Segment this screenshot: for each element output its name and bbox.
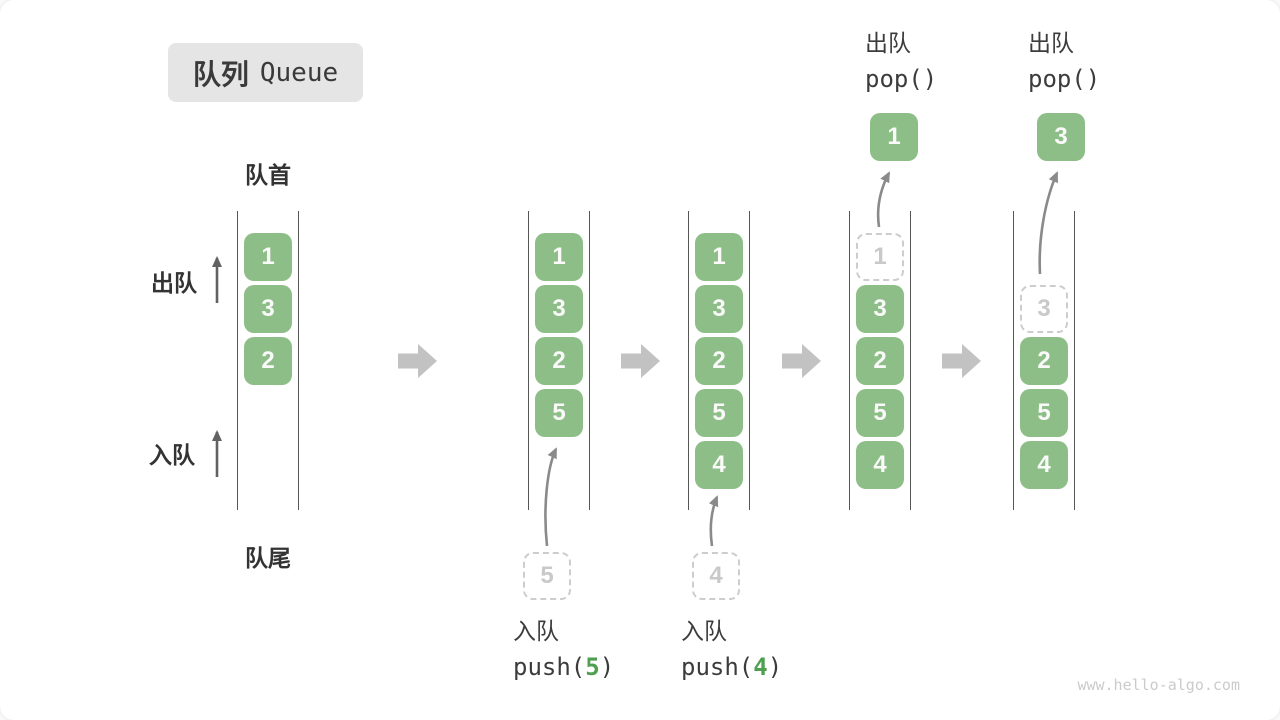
queue-cell: 2 <box>695 337 743 385</box>
queue-cell-removed: 3 <box>1020 285 1068 333</box>
queue-cell: 1 <box>695 233 743 281</box>
dequeue-op-label: 出队 <box>1028 30 1074 56</box>
transition-arrow-3 <box>782 344 821 378</box>
enqueue-op-label: 入队 <box>513 618 559 644</box>
queue-cell: 4 <box>695 441 743 489</box>
staged-cell: 5 <box>523 552 571 600</box>
title-zh: 队列 <box>192 58 249 90</box>
dequeue-op-label: 出队 <box>865 30 911 56</box>
queue-cell: 1 <box>535 233 583 281</box>
enqueue-operation: 入队 push(4) <box>681 618 782 681</box>
transition-arrow-1 <box>398 344 437 378</box>
queue-cell: 2 <box>1020 337 1068 385</box>
dequeue-operation: 出队 pop() <box>865 30 937 93</box>
watermark: www.hello-algo.com <box>1077 676 1240 694</box>
queue-cell: 5 <box>535 389 583 437</box>
queue-cell: 2 <box>244 337 292 385</box>
enqueue-op-code: push(5) <box>513 653 614 681</box>
queue-cell: 3 <box>535 285 583 333</box>
title-box: 队列 Queue <box>168 43 363 102</box>
enqueue-op-label: 入队 <box>681 618 727 644</box>
code-pre: push( <box>681 653 754 681</box>
queue-container-2 <box>528 211 590 510</box>
popped-cell: 3 <box>1037 113 1085 161</box>
queue-cell: 3 <box>856 285 904 333</box>
dequeue-op-code: pop() <box>1028 65 1101 93</box>
code-arg: 5 <box>585 653 600 681</box>
queue-cell: 5 <box>695 389 743 437</box>
queue-cell: 3 <box>695 285 743 333</box>
label-queue-rear: 队尾 <box>245 545 291 571</box>
code-arg: 4 <box>753 653 768 681</box>
queue-container-1 <box>237 211 299 510</box>
label-queue-front: 队首 <box>245 162 291 188</box>
queue-cell: 5 <box>856 389 904 437</box>
transition-arrow-2 <box>621 344 660 378</box>
dequeue-op-code: pop() <box>865 65 938 93</box>
queue-cell: 5 <box>1020 389 1068 437</box>
queue-container-5 <box>1013 211 1075 510</box>
queue-cell: 3 <box>244 285 292 333</box>
title-en: Queue <box>259 57 339 88</box>
code-post: ) <box>767 653 783 681</box>
code-pre: push( <box>513 653 586 681</box>
dequeue-operation: 出队 pop() <box>1028 30 1100 93</box>
enqueue-operation: 入队 push(5) <box>513 618 614 681</box>
queue-cell-removed: 1 <box>856 233 904 281</box>
transition-arrow-4 <box>942 344 981 378</box>
queue-cell: 1 <box>244 233 292 281</box>
queue-cell: 2 <box>856 337 904 385</box>
code-post: ) <box>599 653 615 681</box>
queue-container-4 <box>849 211 911 510</box>
queue-cell: 2 <box>535 337 583 385</box>
queue-cell: 4 <box>1020 441 1068 489</box>
popped-cell: 1 <box>870 113 918 161</box>
label-enqueue-direction: 入队 <box>149 442 195 468</box>
queue-cell: 4 <box>856 441 904 489</box>
enqueue-op-code: push(4) <box>681 653 782 681</box>
queue-container-3 <box>688 211 750 510</box>
staged-cell: 4 <box>692 552 740 600</box>
label-dequeue-direction: 出队 <box>151 270 197 296</box>
